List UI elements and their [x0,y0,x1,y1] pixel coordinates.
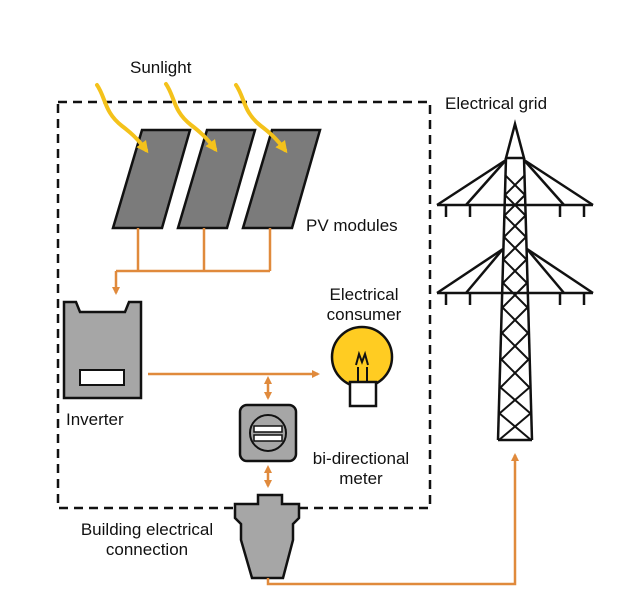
light-bulb-icon [330,325,394,408]
connection-box-icon [233,493,301,580]
sun-ray-icon [164,82,218,153]
bi-directional-meter [238,403,298,463]
sunlight-rays [95,82,288,154]
inverter [62,300,143,400]
dc-wiring [112,228,272,295]
pv-panel-icon [241,128,322,230]
building-connection-label: Building electrical connection [62,520,232,560]
meter-label: bi-directional meter [298,449,424,489]
inverter-display [79,369,125,386]
electrical-consumer-line1: Electrical [329,285,399,304]
meter-label-line2: meter [339,469,383,488]
sun-ray-icon [234,83,288,154]
building-connection-line2: connection [105,540,189,559]
pv-panel-icon [176,128,257,230]
electrical-consumer-label: Electrical consumer [306,285,422,325]
electrical-grid-label: Electrical grid [445,94,548,113]
meter-label-line1: bi-directional [312,449,410,468]
transmission-tower-icon [436,119,594,442]
sunlight-label: Sunlight [130,58,192,77]
pv-panel-icon [111,128,192,230]
pv-modules [111,128,322,230]
grid-connection-wire [266,453,519,586]
pv-modules-label: PV modules [306,216,398,235]
electrical-consumer-line2: consumer [326,305,402,324]
building-connection-line1: Building electrical [80,520,214,539]
inverter-label: Inverter [66,410,124,429]
sun-ray-icon [95,83,149,154]
